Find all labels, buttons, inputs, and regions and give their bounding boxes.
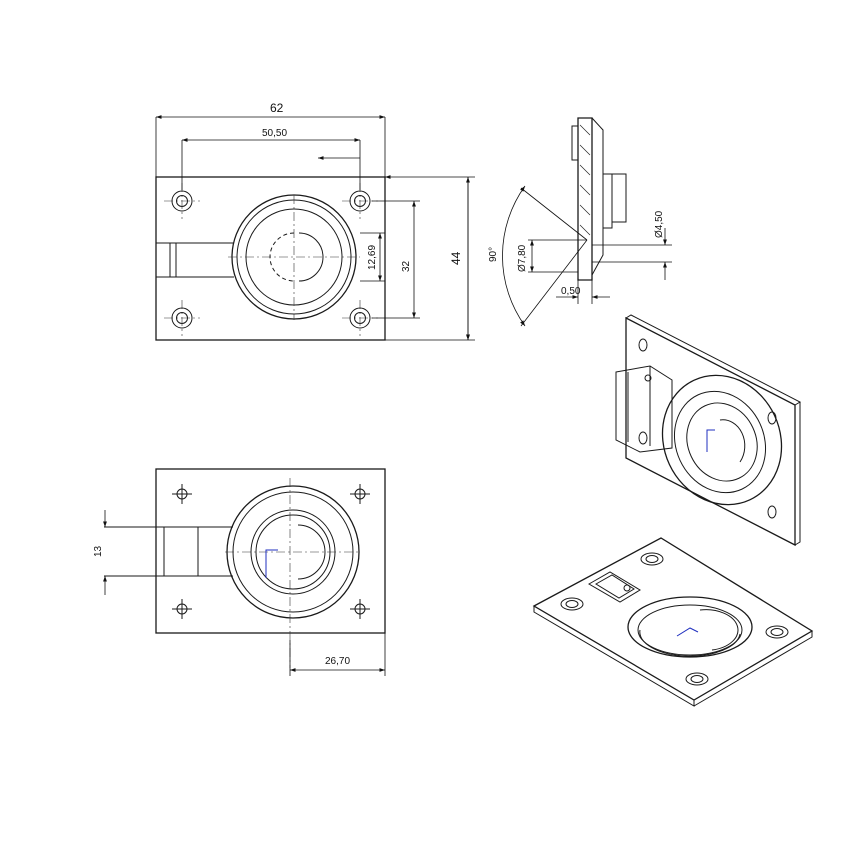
dim-center-offset: 26,70	[325, 656, 350, 667]
front-mounting-holes	[164, 183, 378, 336]
dim-dia-inner: Ø4,50	[654, 210, 665, 238]
bottom-plate-outline	[155, 468, 386, 634]
isometric-view-upright	[615, 314, 802, 547]
side-plate-section	[577, 117, 593, 281]
front-view: 62 50,50 44 32 12,69	[155, 101, 475, 340]
dim-hole-spacing-y: 32	[401, 260, 412, 272]
side-view	[502, 117, 672, 327]
dim-angle: 90°	[488, 247, 499, 262]
bottom-mounting-holes	[172, 484, 370, 619]
front-handle-tab	[156, 242, 234, 278]
dim-overall-width: 62	[270, 101, 284, 115]
front-ring	[228, 194, 360, 320]
dim-dia-outer: Ø7,80	[517, 244, 528, 272]
dim-ring-inner: 12,69	[367, 245, 378, 270]
dim-hole-spacing-x: 50,50	[262, 128, 287, 139]
front-dimensions	[155, 115, 475, 340]
dim-thickness: 0,50	[561, 286, 581, 297]
bottom-handle-tab	[104, 526, 233, 577]
isometric-view-flat	[532, 537, 814, 707]
bottom-ring	[225, 478, 360, 668]
bottom-view	[103, 468, 386, 676]
dim-tab-width: 13	[93, 545, 104, 557]
dim-overall-height: 44	[449, 251, 463, 265]
